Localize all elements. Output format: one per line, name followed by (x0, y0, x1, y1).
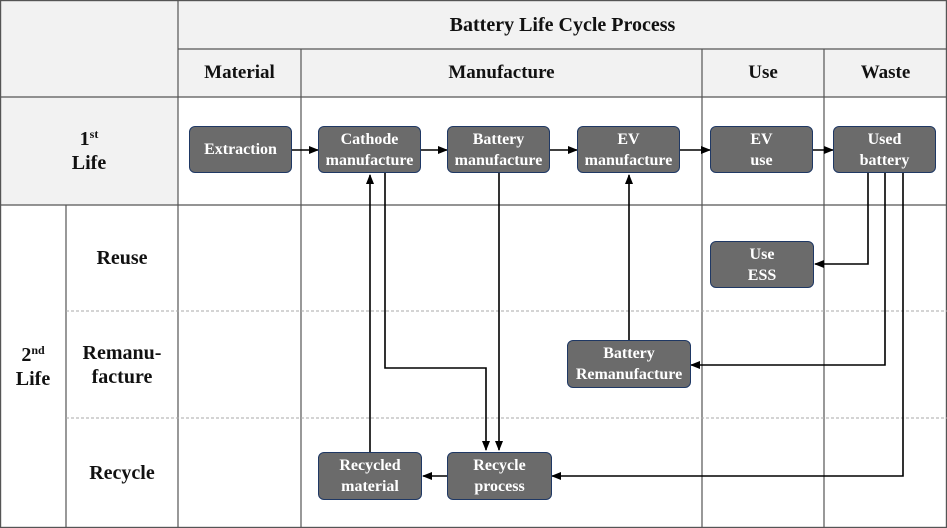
node-ev-use-line-2: use (750, 151, 773, 169)
node-ev-mfg-line-2: manufacture (584, 151, 673, 169)
node-cathode-manufacture: Cathode manufacture (318, 126, 421, 173)
node-ev-mfg-line-1: EV (617, 130, 640, 148)
arrow-used-to-ess (814, 173, 869, 268)
second-life-label: Life (15, 367, 51, 390)
flow-arrows (292, 146, 904, 480)
node-extraction-line-1: Extraction (204, 141, 277, 158)
node-battery-reman-line-1: Battery (603, 345, 655, 362)
node-battery-reman-line-2: Remanufacture (575, 366, 683, 383)
node-used-battery-line-2: battery (859, 151, 910, 169)
arrow-used-to-recycle (551, 173, 904, 480)
node-recycled-material-line-1: Recycled (339, 457, 401, 474)
node-battery-manufacture: Battery manufacture (447, 126, 550, 173)
node-recycle-process-line-1: Recycle (473, 457, 526, 474)
node-recycle-process: Recycle process (447, 452, 552, 500)
arrow-used-to-reman (690, 173, 886, 369)
node-used-battery: Used battery (833, 126, 936, 173)
remanufacture-line-2: facture (91, 365, 153, 388)
stage-manufacture: Manufacture (448, 62, 555, 83)
remanufacture-line-1: Remanu- (82, 341, 162, 364)
row-second-life: 2nd Life (0, 205, 66, 528)
second-life-number: 2 (21, 343, 32, 366)
node-recycle-process-line-2: process (474, 478, 525, 495)
second-life-suffix: nd (31, 342, 45, 357)
row-reuse: Reuse (96, 247, 148, 269)
node-use-ess-line-2: ESS (747, 266, 777, 284)
first-life-number: 1 (79, 128, 90, 150)
first-life-label: Life (71, 152, 107, 174)
row-recycle: Recycle (89, 462, 155, 484)
node-cathode-line-1: Cathode (340, 130, 399, 148)
diagram-title: Battery Life Cycle Process (449, 13, 676, 36)
node-extraction: Extraction (189, 126, 292, 173)
stage-material: Material (204, 62, 275, 83)
node-recycled-material: Recycled material (318, 452, 422, 500)
node-cathode-line-2: manufacture (325, 151, 414, 169)
node-use-ess-line-1: Use (749, 245, 775, 263)
node-used-battery-line-1: Used (867, 130, 902, 148)
sub-row-dividers (66, 310, 947, 419)
row-remanufacture: Remanu- facture (66, 311, 178, 418)
first-life-suffix: st (89, 127, 99, 141)
node-ev-manufacture: EV manufacture (577, 126, 680, 173)
arrow-cathode-to-recycle (384, 173, 490, 451)
node-battery-mfg-line-1: Battery (472, 130, 525, 148)
node-recycled-material-line-2: material (341, 478, 399, 495)
stage-waste: Waste (860, 62, 911, 83)
node-battery-mfg-line-2: manufacture (454, 151, 543, 169)
stage-use: Use (748, 62, 778, 83)
node-ev-use: EV use (710, 126, 813, 173)
node-ev-use-line-1: EV (750, 130, 773, 148)
node-battery-remanufacture: Battery Remanufacture (567, 340, 691, 388)
row-first-life: 1st Life (0, 97, 178, 205)
node-use-ess: Use ESS (710, 241, 814, 288)
first-life-label-shade (0, 97, 178, 205)
